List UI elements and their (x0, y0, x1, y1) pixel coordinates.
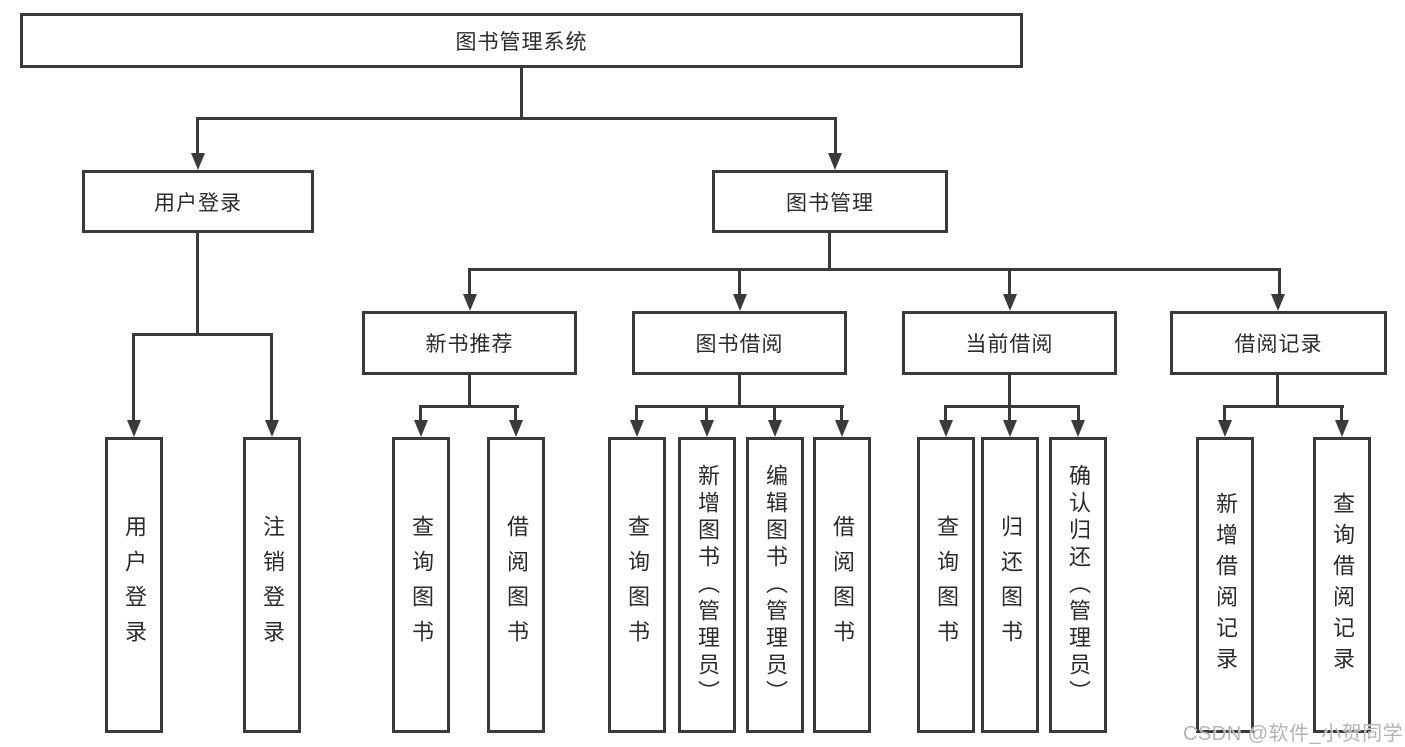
arrow-down-icon (509, 420, 523, 437)
leaf-bb-borrow-books: 借阅图书 (813, 437, 871, 733)
leaf-br-query-record: 查询借阅记录 (1313, 437, 1371, 733)
connector-curborrow-branch (944, 405, 1080, 408)
leaf-cb-confirm-return-admin-label: 确认归还（管理员） (1066, 463, 1091, 707)
connector-bookborrow-drop (635, 405, 638, 422)
arrow-down-icon (828, 153, 842, 170)
connector-curborrow-stem (1008, 375, 1011, 408)
arrow-down-icon (265, 420, 279, 437)
arrow-down-icon (414, 420, 428, 437)
arrow-down-icon (835, 420, 849, 437)
leaf-cb-query-books-label: 查询图书 (934, 515, 959, 655)
leaf-cb-return-books: 归还图书 (981, 437, 1039, 733)
leaf-cb-return-books-label: 归还图书 (998, 515, 1023, 655)
arrow-down-icon (1003, 294, 1017, 311)
node-root: 图书管理系统 (20, 13, 1023, 68)
leaf-bb-borrow-books-label: 借阅图书 (830, 515, 855, 655)
arrow-down-icon (1071, 420, 1085, 437)
leaf-bb-add-books-admin-label: 新增图书（管理员） (695, 463, 720, 707)
node-book-management: 图书管理 (712, 170, 948, 233)
arrow-down-icon (463, 294, 477, 311)
node-current-borrowing-label: 当前借阅 (965, 333, 1054, 356)
leaf-br-query-record-label: 查询借阅记录 (1330, 492, 1355, 678)
leaf-rec-query-books-label: 查询图书 (409, 515, 434, 655)
arrow-down-icon (768, 420, 782, 437)
node-book-borrowing: 图书借阅 (632, 311, 847, 375)
leaf-logout-label: 注销登录 (260, 515, 285, 655)
csdn-watermark: CSDN @软件_小贺同学 (1183, 723, 1404, 745)
node-book-borrowing-label: 图书借阅 (695, 333, 784, 356)
connector-bookborrow-drop (705, 405, 708, 422)
arrow-down-icon (1271, 294, 1285, 311)
leaf-rec-borrow-books: 借阅图书 (487, 437, 545, 733)
connector-curborrow-drop (1077, 405, 1080, 422)
leaf-bb-add-books-admin: 新增图书（管理员） (678, 437, 736, 733)
connector-root-stem (520, 68, 523, 119)
connector-records-stem (1276, 375, 1279, 408)
node-current-borrowing: 当前借阅 (902, 311, 1117, 375)
connector-root-branch (196, 117, 836, 120)
connector-bookmgmt-drop (1278, 268, 1281, 296)
connector-root-left-drop (196, 117, 199, 154)
connector-bookborrow-drop (773, 405, 776, 422)
connector-bookmgmt-stem (828, 233, 831, 271)
leaf-cb-query-books: 查询图书 (917, 437, 975, 733)
arrow-down-icon (1335, 420, 1349, 437)
node-new-book-recommend: 新书推荐 (362, 311, 577, 375)
leaf-user-login: 用户登录 (105, 437, 163, 733)
leaf-cb-confirm-return-admin: 确认归还（管理员） (1049, 437, 1107, 733)
connector-bookmgmt-drop (738, 268, 741, 296)
arrow-down-icon (630, 420, 644, 437)
arrow-down-icon (1218, 420, 1232, 437)
connector-bookborrow-drop (840, 405, 843, 422)
arrow-down-icon (939, 420, 953, 437)
connector-newrec-branch (419, 405, 519, 408)
node-new-book-recommend-label: 新书推荐 (425, 333, 514, 356)
node-user-login-label: 用户登录 (154, 191, 242, 215)
connector-root-right-drop (834, 117, 837, 154)
connector-bookborrow-branch (635, 405, 844, 408)
connector-bookborrow-stem (738, 375, 741, 408)
connector-curborrow-drop (944, 405, 947, 422)
leaf-user-login-label: 用户登录 (122, 515, 147, 655)
leaf-rec-borrow-books-label: 借阅图书 (504, 515, 529, 655)
node-borrow-records: 借阅记录 (1170, 311, 1387, 375)
connector-bookmgmt-drop (1008, 268, 1011, 296)
node-borrow-records-label: 借阅记录 (1234, 333, 1323, 356)
connector-newrec-stem (468, 375, 471, 408)
connector-userlogin-drop (132, 333, 135, 421)
connector-userlogin-stem (196, 233, 199, 336)
leaf-rec-query-books: 查询图书 (392, 437, 450, 733)
connector-records-drop (1340, 405, 1343, 422)
arrow-down-icon (733, 294, 747, 311)
leaf-bb-query-books: 查询图书 (608, 437, 666, 733)
leaf-bb-edit-books-admin: 编辑图书（管理员） (746, 437, 804, 733)
leaf-br-add-record: 新增借阅记录 (1196, 437, 1254, 733)
connector-records-branch (1223, 405, 1344, 408)
connector-userlogin-branch (132, 333, 273, 336)
connector-userlogin-drop (270, 333, 273, 421)
leaf-logout: 注销登录 (243, 437, 301, 733)
node-book-management-label: 图书管理 (786, 191, 874, 215)
leaf-bb-edit-books-admin-label: 编辑图书（管理员） (763, 463, 788, 707)
connector-newrec-drop (419, 405, 422, 422)
connector-newrec-drop (514, 405, 517, 422)
arrow-down-icon (700, 420, 714, 437)
connector-bookmgmt-branch (468, 268, 1281, 271)
arrow-down-icon (1003, 420, 1017, 437)
node-root-label: 图书管理系统 (455, 30, 588, 54)
connector-bookmgmt-drop (468, 268, 471, 296)
connector-curborrow-drop (1008, 405, 1011, 422)
leaf-bb-query-books-label: 查询图书 (625, 515, 650, 655)
connector-records-drop (1223, 405, 1226, 422)
node-user-login: 用户登录 (82, 170, 314, 233)
leaf-br-add-record-label: 新增借阅记录 (1213, 492, 1238, 678)
arrow-down-icon (191, 153, 205, 170)
arrow-down-icon (127, 420, 141, 437)
